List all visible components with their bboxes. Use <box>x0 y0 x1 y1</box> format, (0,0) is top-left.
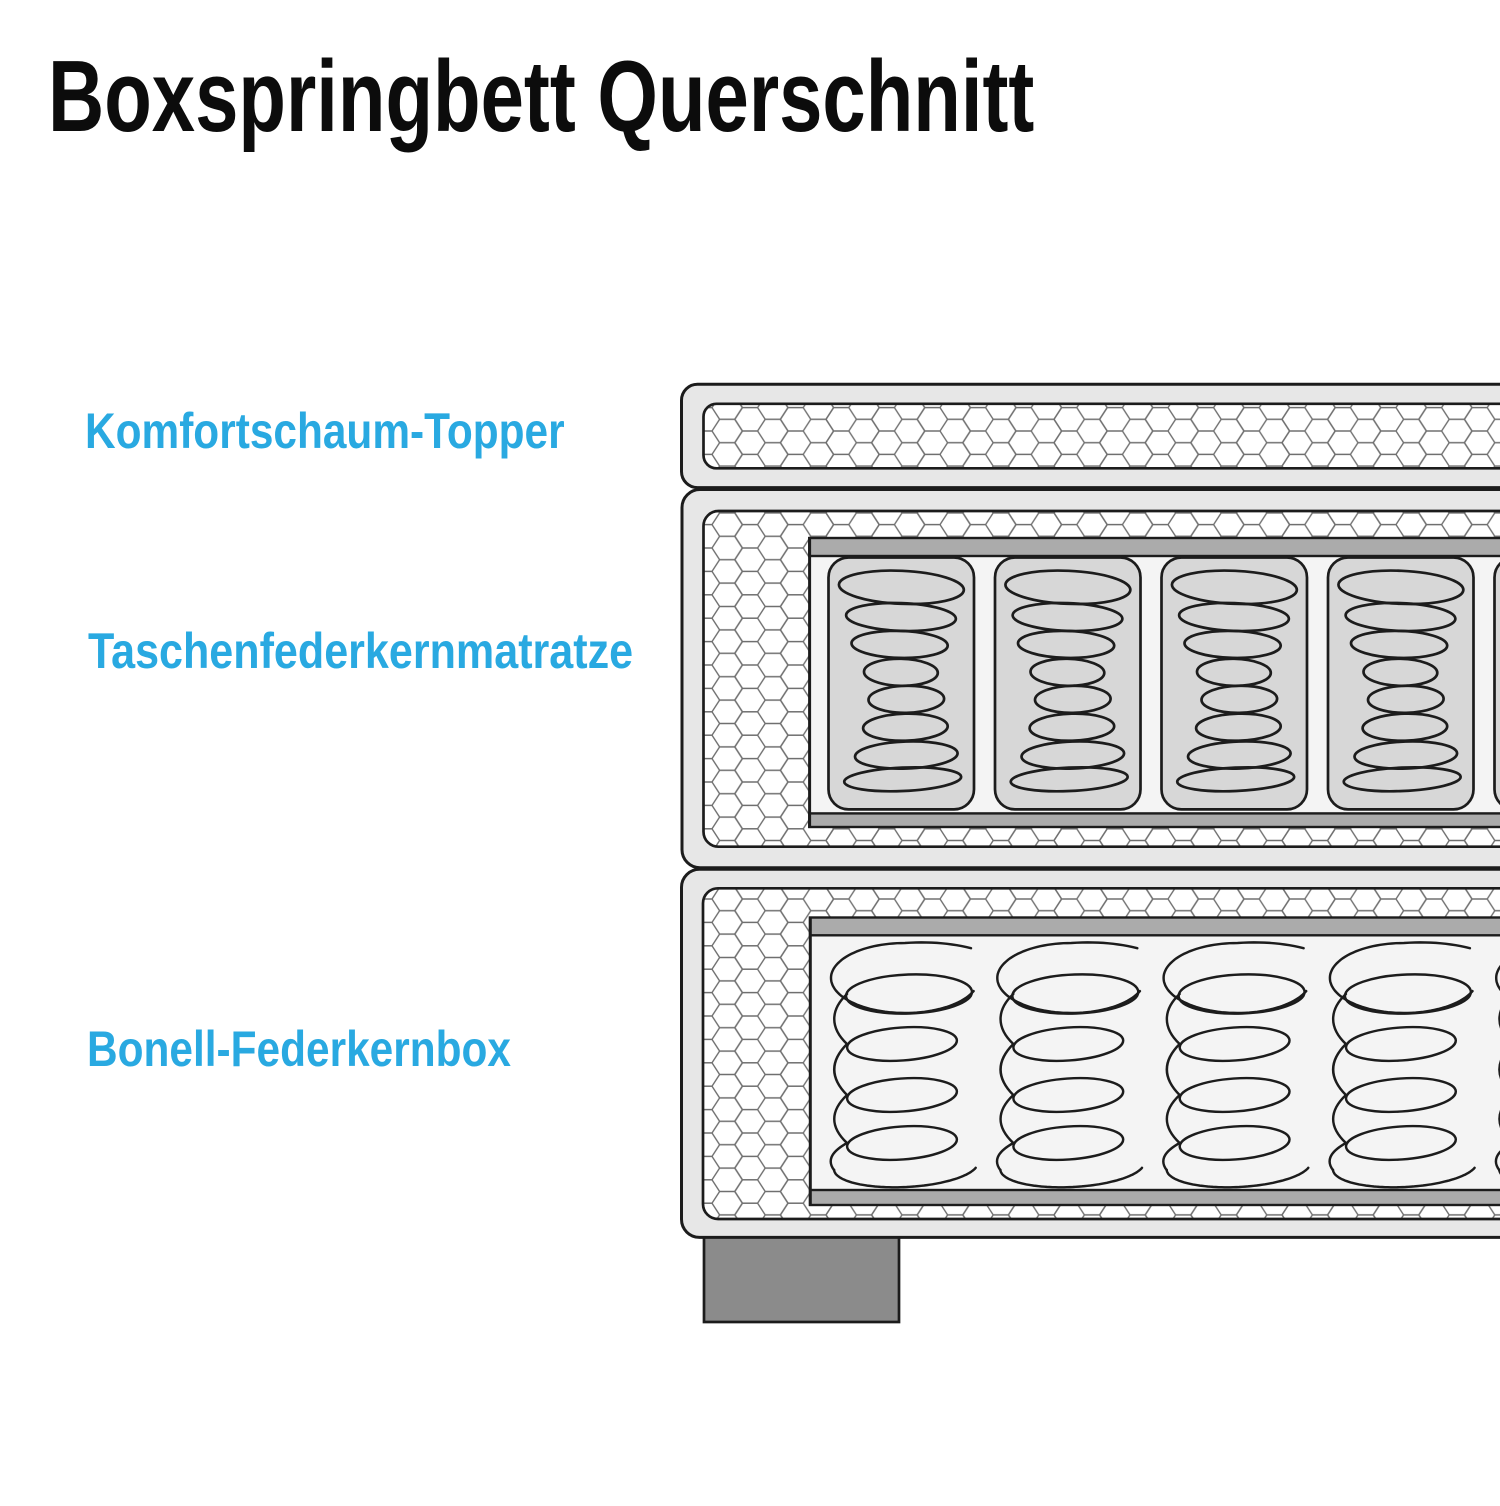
svg-text:Boxspringbett Querschnitt: Boxspringbett Querschnitt <box>48 40 1034 153</box>
svg-text:Bonell-Federkernbox: Bonell-Federkernbox <box>87 1021 511 1077</box>
svg-text:Taschenfederkernmatratze: Taschenfederkernmatratze <box>88 623 633 679</box>
svg-text:Komfortschaum-Topper: Komfortschaum-Topper <box>85 403 565 459</box>
